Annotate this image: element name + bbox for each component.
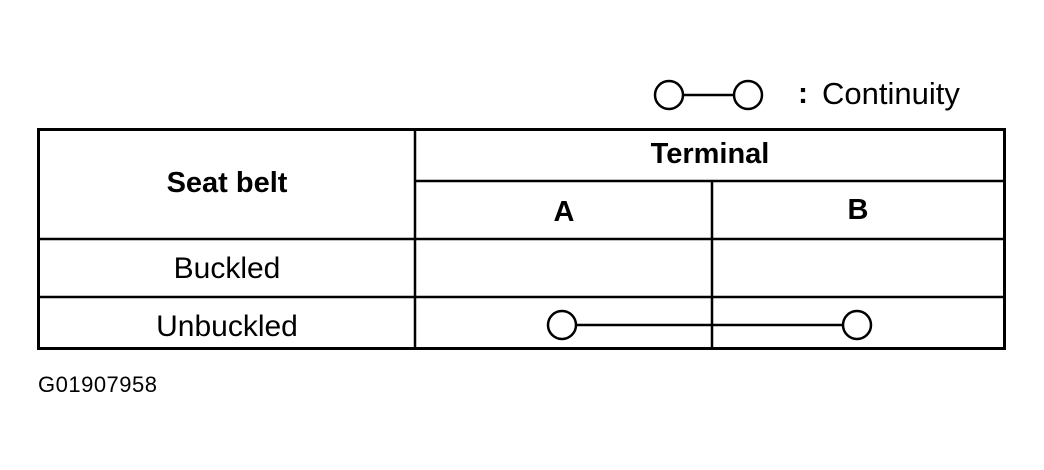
header-terminal-b: B [847,194,869,226]
row-label-buckled: Buckled [173,252,281,285]
continuity-symbol-icon [653,79,764,111]
header-seat-belt: Seat belt [166,167,288,199]
figure-code: G01907958 [38,372,158,397]
header-terminal-a: A [553,196,575,228]
legend-label: Continuity [822,76,960,111]
legend-colon: : [798,77,808,110]
header-terminal: Terminal [650,138,770,170]
unbuckled-continuity-mark [546,309,873,341]
continuity-legend: : Continuity [652,74,982,114]
row-label-unbuckled: Unbuckled [156,310,298,343]
